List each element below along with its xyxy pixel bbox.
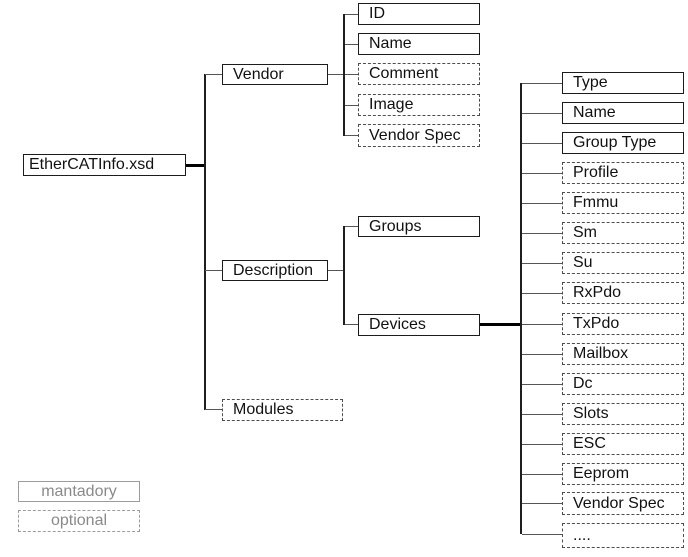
node-su: Su bbox=[562, 252, 684, 274]
node-fmmu: Fmmu bbox=[562, 192, 684, 214]
root-connector-line bbox=[186, 164, 205, 167]
vendor-branch-line bbox=[328, 74, 343, 75]
node-mailbox: Mailbox bbox=[562, 343, 684, 365]
node-rxpdo: RxPdo bbox=[562, 282, 684, 304]
connector-txpdo-line bbox=[522, 324, 563, 325]
node-vendor: Vendor bbox=[222, 64, 328, 85]
node-modules: Modules bbox=[222, 399, 343, 421]
connector-name2-line bbox=[522, 113, 563, 114]
connector-etc-line bbox=[522, 534, 563, 535]
node-sm: Sm bbox=[562, 222, 684, 244]
node-ethercatinfo-xsd: EtherCATInfo.xsd bbox=[23, 154, 186, 176]
vendor-trunk-line bbox=[343, 14, 345, 136]
connector-vendor-spec-line bbox=[345, 135, 358, 136]
node-device-name: Name bbox=[562, 102, 684, 124]
connector-name-line bbox=[345, 44, 358, 45]
connector-profile-line bbox=[522, 173, 563, 174]
connector-vendor-line bbox=[205, 74, 222, 75]
devices-trunk-line bbox=[520, 83, 522, 534]
node-slots: Slots bbox=[562, 403, 684, 425]
node-devices: Devices bbox=[358, 314, 480, 336]
node-eeprom: Eeprom bbox=[562, 463, 684, 485]
node-ellipsis: .... bbox=[562, 523, 684, 548]
description-branch-line bbox=[328, 270, 343, 271]
node-description: Description bbox=[222, 260, 328, 281]
root-trunk-line bbox=[204, 74, 206, 410]
node-txpdo: TxPdo bbox=[562, 313, 684, 335]
connector-dc-line bbox=[522, 384, 563, 385]
node-vendor-spec: Vendor Spec bbox=[358, 124, 480, 147]
node-image: Image bbox=[358, 94, 480, 116]
node-name: Name bbox=[358, 33, 480, 55]
description-trunk-line bbox=[343, 226, 345, 325]
connector-su-line bbox=[522, 263, 563, 264]
connector-esc-line bbox=[522, 444, 563, 445]
legend-mandatory: mantadory bbox=[18, 481, 140, 502]
connector-mailbox-line bbox=[522, 354, 563, 355]
node-type: Type bbox=[562, 72, 684, 94]
connector-slots-line bbox=[522, 414, 563, 415]
connector-rxpdo-line bbox=[522, 293, 563, 294]
connector-vendor-spec2-line bbox=[522, 503, 563, 504]
node-groups: Groups bbox=[358, 216, 480, 237]
connector-comment-line bbox=[345, 74, 358, 75]
connector-image-line bbox=[345, 105, 358, 106]
node-esc: ESC bbox=[562, 433, 684, 455]
connector-devices-line bbox=[345, 324, 358, 325]
connector-sm-line bbox=[522, 233, 563, 234]
connector-type-line bbox=[522, 83, 563, 84]
connector-fmmu-line bbox=[522, 203, 563, 204]
node-profile: Profile bbox=[562, 162, 684, 184]
connector-group-type-line bbox=[522, 143, 563, 144]
devices-branch-line bbox=[480, 323, 521, 326]
node-vendor-spec-2: Vendor Spec bbox=[562, 492, 684, 515]
node-comment: Comment bbox=[358, 63, 480, 85]
node-dc: Dc bbox=[562, 373, 684, 395]
connector-id-line bbox=[345, 14, 358, 15]
node-group-type: Group Type bbox=[562, 132, 684, 154]
connector-modules-line bbox=[205, 409, 222, 410]
connector-eeprom-line bbox=[522, 474, 563, 475]
connector-groups-line bbox=[345, 226, 358, 227]
connector-description-line bbox=[205, 270, 222, 271]
node-id: ID bbox=[358, 3, 480, 25]
legend-optional: optional bbox=[18, 510, 140, 532]
